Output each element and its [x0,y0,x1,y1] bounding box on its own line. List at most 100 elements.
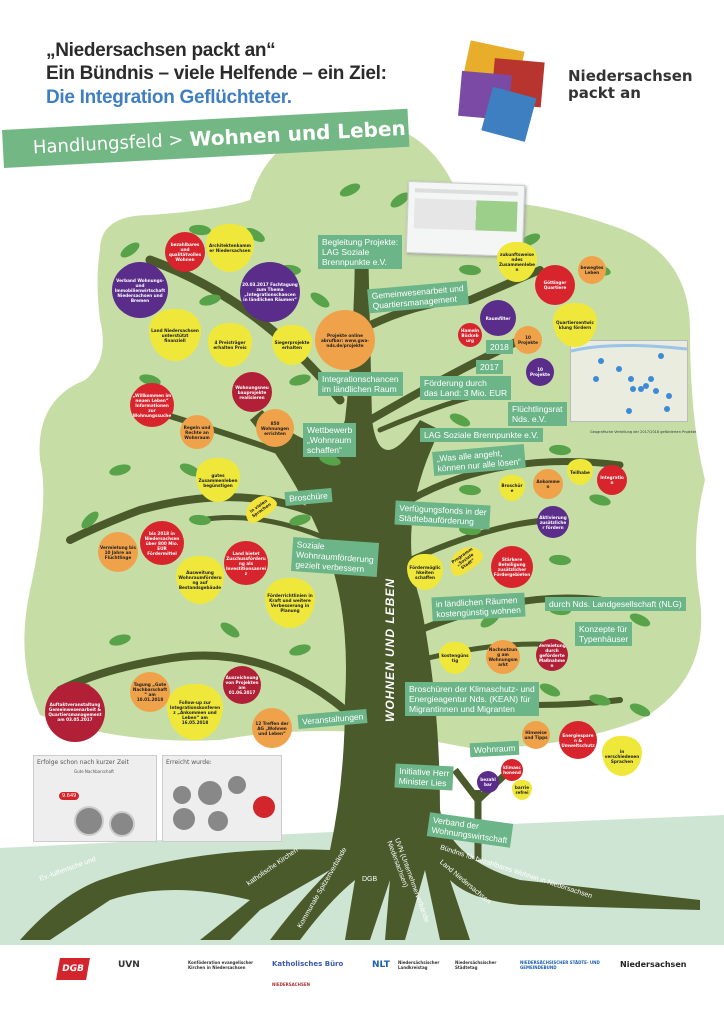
branch-label: 2018 [486,340,513,354]
branch-label: in ländlichen Räumen kostengünstig wohne… [431,592,526,622]
fruit-apple: Land bietet Zuschussförderung als Invest… [224,541,268,585]
fruit-pear: gutes Zusammenleben begünstigen [196,458,240,502]
leaf [390,192,410,208]
partner-logo: UVN [118,960,140,970]
fruit-orange: 10 Projekte [514,326,542,354]
fruit-pear: Follow-up zur Integrationskonferenz „Ank… [167,684,223,740]
fruit-apple: Stärkere Beteiligung zusätzlicher Förder… [491,546,533,588]
branch-label: Begleitung Projekte: LAG Soziale Brennpu… [318,235,403,269]
leaf [81,511,99,529]
branch-label: durch Nds. Landgesellschaft (NLG) [545,597,686,611]
branch-label: Initiative Herr Minister Lies [394,763,454,791]
map-caption: Geografische Verteilung der 2017/2018 ge… [590,430,697,434]
leaf [199,294,221,306]
fruit-apple: bezahlbares und qualitätvolles Wohnen [165,232,205,272]
fruit-pear: Architektenkammer Niedersachsen [206,224,254,272]
fruit-orange: Nachnutzung am Wohnungsmarkt [486,640,520,674]
partner-logo: DGB [56,958,90,980]
success-insert: Erfolge schon nach kurzer Zeit Gute Nach… [33,755,157,842]
logo-text-1: Niedersachsen [568,67,693,85]
leaf [310,292,330,308]
headline-line2: Ein Bündnis – viele Helfende – ein Ziel: [46,63,387,84]
trunk-label: WOHNEN UND LEBEN [383,578,397,722]
partner-logo: Niedersachsen [620,960,687,969]
insert-title: Erfolge schon nach kurzer Zeit [37,759,129,766]
fruit-pear: zukunftsweisendes Zusammenleben [497,242,537,282]
leaf [629,613,651,627]
fruit-orange: Vermietung bis 10 Jahre an Flüchtlinge [98,532,138,572]
leaf [289,374,311,386]
branch-label: Broschüren der Klimaschutz- und Energiea… [405,682,539,716]
fruit-plum: Aktivierung zusätzlicher fördern [537,506,569,538]
headline-line1: „Niedersachsen packt an“ [46,40,276,61]
leaf [339,183,361,197]
fruit-pear: Fördermöglichkeiten schaffen [407,554,443,590]
branch-label: Förderung durch das Land: 3 Mio. EUR [420,376,512,400]
leaf [109,634,131,646]
fruit-orange: Regeln und Rechte an Wohnraum [180,415,214,449]
fruit-pear: barrierefrei [512,780,532,800]
fruit-apple: Integration [597,465,627,495]
leaf [459,484,481,496]
branch-label: LAG Soziale Brennpunkte e.V. [420,428,543,442]
insert-number: 9.649 [59,792,80,800]
leaf [289,644,311,656]
fruit-pear: in verschiedenen Sprachen [602,736,642,776]
map-pins [570,343,688,414]
fruit-pear: Quartiersentwicklung fördern [553,303,597,347]
branch-label: Wohnraum [469,740,520,758]
fruit-orange: Tagung „Gute Nachbarschaft“ am 10.01.201… [130,672,170,712]
partner-logo: NIEDERSACHSEN [272,982,310,987]
partner-logo: Katholisches Büro [272,960,344,968]
branch-label: Wettbewerb „Wohnraum schaffen“ [303,423,357,457]
fruit-plum: 20.03.2017 Fachtagung zum Thema „Integra… [240,262,300,322]
fruit-plum: Raumfilter [480,300,516,336]
fruit-strawberry: Wohnungsneubauprojekte realisieren [232,372,272,412]
partner-logo: Niedersächsischer Städtetag [455,960,497,970]
fruit-strawberry: Auftaktveranstaltung Gemeinwesenarbeit &… [45,682,105,742]
fruit-pear: Ausweitung Wohnraumförderung auf Bestand… [176,556,224,604]
trunk [20,240,700,940]
banner-title: Wohnen und Leben [188,115,407,152]
branch-label: 2017 [476,360,503,374]
fruit-pear: 4 Preisträger erhalten Preis [208,323,252,367]
partner-logo: NIEDERSÄCHSISCHER STÄDTE- UND GEMEINDEBU… [520,960,600,970]
fruit-pear: Teilhabe [567,459,593,485]
headline-line3: Die Integration Geflüchteter. [46,87,292,108]
logo-text-2: packt an [568,84,641,102]
branch-label: Soziale Wohnraumförderung gezielt verbes… [290,537,379,577]
branch-label: Flüchtlingsrat Nds. e.V. [508,402,567,426]
project-map [570,340,688,422]
fruit-apple: Göttinger Quartiere [535,265,575,305]
leaf [120,242,140,258]
insert-subtitle: Gute Nachbarschaft [74,769,114,774]
fruit-orange: 850 Wohnungen errichten [256,409,294,447]
partner-logo: Niedersächsischer Landkreistag [398,960,440,970]
leaf [589,494,611,506]
leaf [319,454,341,466]
fruit-orange: bewegtes Leben [578,256,606,284]
fruit-strawberry: Vermietung durch geförderte Maßnahmen [536,639,568,671]
fruit-plum: Verband Wohnungs- und Immobilienwirtscha… [112,262,168,318]
partner-logo: Konföderation evangelischer Kirchen in N… [188,960,254,970]
leaf [549,444,571,456]
leaf [449,413,471,427]
leaf [289,514,311,526]
leaf [220,622,240,638]
partner-logo: NLT [372,960,390,970]
insert-title: Erreicht wurde: [166,759,212,766]
leaf [189,514,211,526]
fruit-orange: 12 Treffen der AG „Wohnen und Leben“ [252,708,292,748]
branch-label: Konzepte für Typenhäuser [575,622,633,646]
fruit-plum: bezahlbar [477,771,499,793]
fruit-apple: Hameln Bückeburg [458,323,482,347]
fruit-plum: 10 Projekte [526,358,554,386]
fruit-orange: Ankommen [533,469,563,499]
leaf [139,374,161,386]
fruit-pear: Land Niedersachsen unterstützt finanziel… [149,309,201,361]
leaf [539,683,561,697]
fruit-apple: „Willkommen im neuen Leben“ Informatione… [130,383,174,427]
fruit-pear: Siegerprojekte erhalten [272,325,312,365]
leaf [629,703,651,717]
fruit-pear: kostengünstig [439,642,471,674]
